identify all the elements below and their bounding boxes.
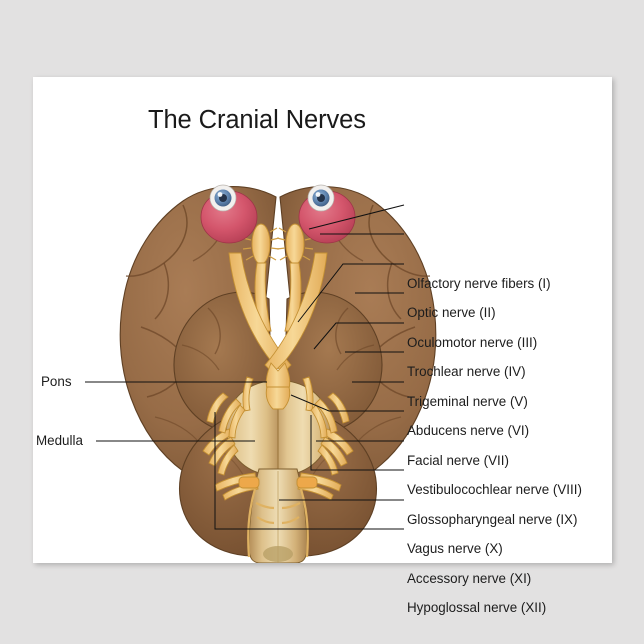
trigeminal-fan-right xyxy=(310,398,338,439)
trigeminal-root-left xyxy=(206,392,229,424)
cerebellum xyxy=(178,407,378,557)
label-pons: Pons xyxy=(41,374,72,389)
accessory-nerve-roots xyxy=(247,488,309,558)
label-hypoglossal-nerve: Hypoglossal nerve (XII) xyxy=(407,600,547,615)
leader-lines-left xyxy=(85,381,267,442)
optic-nerve-left xyxy=(228,252,292,374)
label-vestibulocochlear-nerve: Vestibulocochlear nerve (VIII) xyxy=(407,482,582,497)
label-optic-nerve: Optic nerve (II) xyxy=(407,305,496,320)
facial-vestibulocochlear-right xyxy=(317,428,354,476)
optic-nerve-right xyxy=(264,252,328,374)
poster-canvas: The Cranial Nerves xyxy=(33,77,612,615)
olfactory-bulb-left xyxy=(251,223,271,265)
medulla-oblongata xyxy=(248,468,308,563)
leader-hypoglossal xyxy=(214,412,404,530)
page-title: The Cranial Nerves xyxy=(148,106,366,134)
label-oculomotor-nerve: Oculomotor nerve (III) xyxy=(407,335,538,350)
olfactory-bulb-right xyxy=(285,223,305,265)
left-cerebral-hemisphere xyxy=(119,186,277,486)
label-olfactory-nerve: Olfactory nerve fibers (I) xyxy=(407,276,551,291)
label-medulla: Medulla xyxy=(36,433,83,448)
leader-vagus xyxy=(310,415,404,471)
label-vagus-nerve: Vagus nerve (X) xyxy=(407,541,503,556)
pons xyxy=(225,379,331,476)
facial-vestibulocochlear-left xyxy=(202,428,239,476)
leader-oculomotor xyxy=(297,263,404,323)
label-trigeminal-nerve: Trigeminal nerve (V) xyxy=(407,394,528,409)
optic-chiasm xyxy=(265,362,291,390)
leader-lines-right xyxy=(214,204,405,530)
glossopharyngeal-vagus-left xyxy=(214,472,257,492)
cranial-nerve-structures xyxy=(202,223,354,558)
left-eyeball xyxy=(200,184,258,244)
leader-vestibulocochlear xyxy=(290,394,404,412)
olfactory-nerve-fibers xyxy=(242,227,314,261)
label-abducens-nerve: Abducens nerve (VI) xyxy=(407,423,530,438)
leader-olfactory xyxy=(308,204,405,230)
eyeballs xyxy=(200,184,356,244)
glossopharyngeal-vagus-right xyxy=(299,472,342,492)
label-accessory-nerve: Accessory nerve (XI) xyxy=(407,571,532,586)
label-facial-nerve: Facial nerve (VII) xyxy=(407,453,509,468)
label-glossopharyngeal-nerve: Glossopharyngeal nerve (IX) xyxy=(407,512,578,527)
leader-trigeminal xyxy=(313,322,404,350)
label-trochlear-nerve: Trochlear nerve (IV) xyxy=(407,364,526,379)
trigeminal-fan-left xyxy=(218,398,246,439)
right-eyeball xyxy=(298,184,356,244)
trigeminal-root-right xyxy=(327,392,350,424)
